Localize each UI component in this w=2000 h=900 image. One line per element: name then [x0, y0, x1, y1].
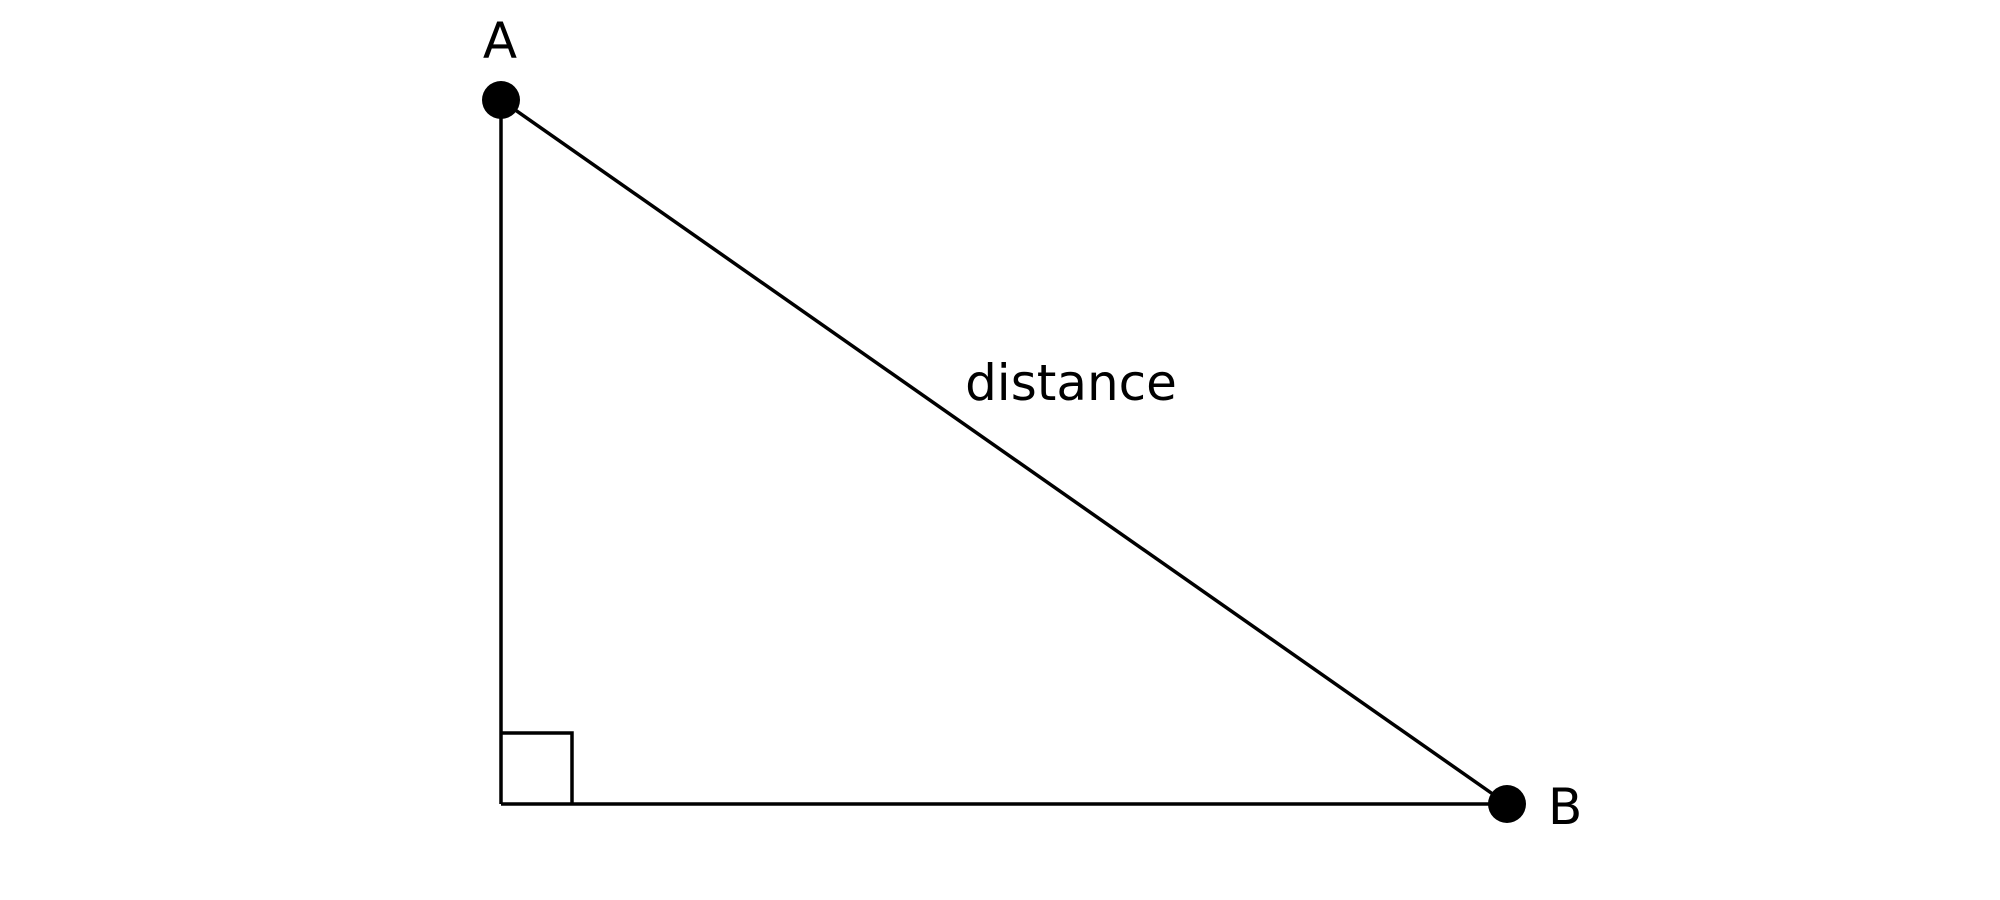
point-a-label: A — [483, 12, 517, 70]
point-a-dot — [482, 81, 520, 119]
point-b-label: B — [1548, 778, 1582, 836]
hypotenuse-label: distance — [965, 354, 1177, 412]
point-b-dot — [1488, 785, 1526, 823]
right-angle-marker — [501, 731, 574, 804]
hypotenuse-line — [499, 98, 1509, 806]
